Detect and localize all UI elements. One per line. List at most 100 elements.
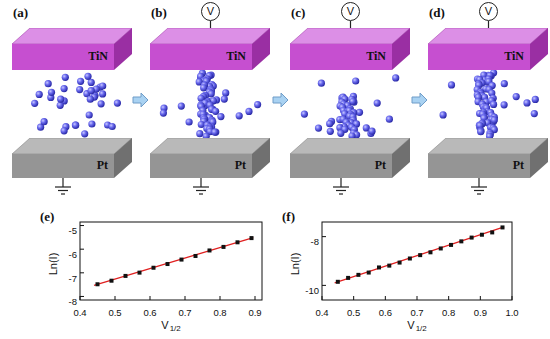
electrode-top-face — [150, 138, 270, 154]
vacancy-ball — [31, 100, 38, 107]
label-holder: 0.6 — [143, 302, 156, 320]
label-holder: -6 — [69, 244, 77, 262]
electrode-label: Pt — [513, 159, 524, 172]
wire — [488, 21, 489, 28]
label-holder: -10 — [305, 280, 319, 298]
step-arrow — [273, 93, 288, 107]
vacancy-ball — [160, 110, 167, 117]
vacancy-ball — [448, 81, 455, 88]
electrode-top-face — [290, 138, 410, 154]
vacancy-ball — [61, 85, 68, 92]
data-point — [110, 279, 114, 283]
tick-label: 0.7 — [410, 308, 423, 318]
electrode-label: TiN — [88, 50, 108, 63]
ground-symbol — [336, 190, 346, 191]
panel-label: (d) — [429, 6, 445, 20]
label-holder: 0.8 — [442, 302, 455, 320]
electrode-label: Pt — [375, 159, 386, 172]
tick — [80, 296, 84, 297]
ground-wire — [478, 178, 479, 187]
data-point — [250, 236, 254, 240]
tick — [353, 296, 354, 300]
vacancy-ball — [222, 89, 229, 96]
label-holder: 0.9 — [474, 302, 487, 320]
tick — [220, 296, 221, 300]
label-holder: 0.8 — [213, 302, 226, 320]
electrode-label: TiN — [504, 50, 524, 63]
data-point — [180, 258, 184, 262]
vacancy-ball — [36, 91, 43, 98]
tick-label: -6 — [69, 250, 77, 260]
tick — [185, 296, 186, 300]
data-point — [96, 282, 100, 286]
data-point — [408, 256, 412, 260]
tick — [417, 296, 418, 300]
electrode-label: TiN — [226, 50, 246, 63]
tick-label: -10 — [305, 286, 319, 296]
ground-symbol — [196, 190, 206, 191]
vacancy-ball — [72, 122, 79, 129]
electrode-label: Pt — [235, 159, 246, 172]
vacancy-ball — [326, 120, 333, 127]
tick — [80, 249, 84, 250]
vacancy-ball — [217, 113, 224, 120]
electrode-shape — [428, 28, 548, 70]
label-holder: 0.7 — [410, 302, 423, 320]
vacancy-ball — [57, 96, 64, 103]
fit-line — [94, 238, 253, 286]
electrode-front-face — [12, 154, 114, 178]
label-holder: (a) — [13, 3, 28, 21]
voltage-label: V — [207, 5, 214, 17]
vacancy-ball — [211, 129, 218, 136]
vacancy-ball — [386, 116, 393, 123]
tick — [512, 296, 513, 300]
label-holder: -8 — [311, 231, 319, 249]
data-point — [459, 239, 463, 243]
electrode-top-face — [428, 138, 548, 154]
data-point — [222, 245, 226, 249]
vacancy-ball — [114, 100, 121, 107]
wire — [210, 21, 211, 28]
vacancy-ball — [392, 74, 399, 81]
vacancy-ball — [491, 117, 498, 124]
axis-label: Ln(I) — [47, 253, 59, 276]
electrode-side-face — [114, 138, 132, 178]
vacancy-ball — [87, 96, 94, 103]
electrode-front-face — [12, 44, 114, 70]
data-point — [166, 262, 170, 266]
electrode-shape — [428, 138, 548, 178]
vacancy-ball — [490, 101, 497, 108]
electrode-shape — [290, 138, 410, 178]
electrode-front-face — [150, 154, 252, 178]
vacancy-ball — [440, 111, 447, 118]
tin-electrode: TiN — [12, 28, 132, 70]
pt-electrode: Pt — [290, 138, 410, 178]
data-point — [124, 274, 128, 278]
electrode-side-face — [392, 138, 410, 178]
label-holder: -8 — [69, 291, 77, 309]
ground-wire — [340, 178, 341, 187]
ground-symbol — [199, 193, 203, 194]
ground-symbol — [474, 190, 484, 191]
electrode-front-face — [290, 154, 392, 178]
label-holder: (f) — [282, 207, 295, 225]
vacancy-ball — [245, 108, 252, 115]
data-point — [490, 230, 494, 234]
tick-label: 0.8 — [213, 308, 226, 318]
panel-label: (b) — [151, 6, 167, 20]
vacancy-ball — [41, 118, 48, 125]
axis-label: Ln(I) — [289, 253, 301, 276]
tin-electrode: TiN — [290, 28, 410, 70]
electrode-shape — [150, 28, 270, 70]
tick — [80, 272, 84, 273]
tick — [80, 296, 81, 300]
vacancy-ball — [315, 125, 322, 132]
tick — [115, 296, 116, 300]
vacancy-ball — [178, 103, 185, 110]
voltage-label: V — [347, 5, 354, 17]
voltage-source: V — [341, 2, 360, 21]
data-point — [336, 280, 340, 284]
data-point — [367, 271, 371, 275]
electrode-side-face — [530, 138, 548, 178]
label-holder: 0.5 — [347, 302, 360, 320]
